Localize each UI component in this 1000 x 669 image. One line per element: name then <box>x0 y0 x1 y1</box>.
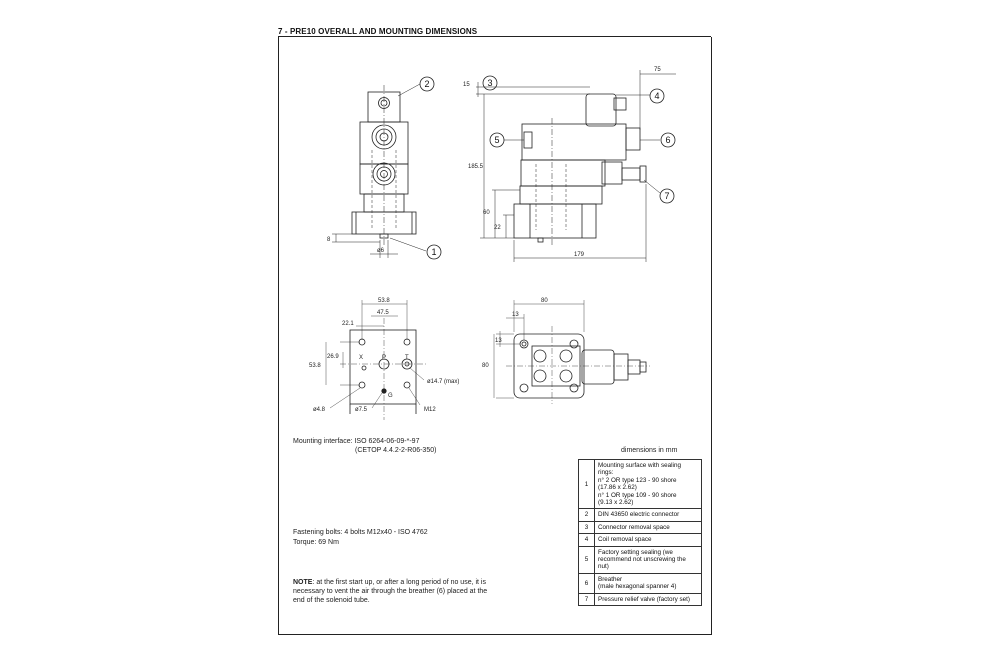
frame-top-rule <box>278 36 711 37</box>
legend-line: (9.13 x 2.62) <box>598 499 634 507</box>
legend-row: 6 Breather (male hexagonal spanner 4) <box>578 572 702 594</box>
legend-desc: Factory setting sealing (we recommend no… <box>594 545 702 574</box>
dim-bottom-26-9: 26.9 <box>327 354 339 360</box>
callout-4: 4 <box>654 91 659 101</box>
fastening-info: Fastening bolts: 4 bolts M12x40 - ISO 47… <box>293 528 428 548</box>
legend-desc: Mounting surface with sealing rings: n° … <box>594 458 702 510</box>
dim-side-15: 15 <box>463 82 470 88</box>
legend-line: n° 1 OR type 109 - 90 shore <box>598 491 677 499</box>
dim-side-185-5: 185.5 <box>468 164 484 170</box>
legend-line: (17.86 x 2.62) <box>598 484 637 492</box>
port-label-p: P <box>382 355 386 361</box>
dim-bottom-22-1: 22.1 <box>342 321 354 327</box>
callout-5: 5 <box>494 135 499 145</box>
callout-2: 2 <box>424 79 429 89</box>
dim-top-13-horiz: 13 <box>512 312 519 318</box>
dim-side-60: 60 <box>483 210 490 216</box>
legend-row: 2 DIN 43650 electric connector <box>578 508 702 522</box>
note-text: : at the first start up, or after a long… <box>293 579 488 604</box>
front-view <box>332 83 427 258</box>
dim-front-pin-dia: ø6 <box>377 248 385 254</box>
legend-num: 3 <box>578 520 595 535</box>
dimensions-unit-note: dimensions in mm <box>621 447 678 454</box>
dim-side-22: 22 <box>494 225 501 231</box>
mounting-interface-line2: (CETOP 4.4.2-2-R06-350) <box>355 447 437 454</box>
legend-row: 5 Factory setting sealing (we recommend … <box>578 545 702 574</box>
fastening-bolts: Fastening bolts: 4 bolts M12x40 - ISO 47… <box>293 529 428 536</box>
dim-bottom-47-5: 47.5 <box>377 310 389 316</box>
fastening-torque: Torque: 69 Nm <box>293 539 339 546</box>
legend-num: 4 <box>578 533 595 547</box>
callout-7: 7 <box>664 191 669 201</box>
legend-num: 6 <box>578 572 595 594</box>
callout-3: 3 <box>487 78 492 88</box>
legend-num: 2 <box>578 508 595 522</box>
dim-bottom-m12: M12 <box>424 407 436 413</box>
dim-side-179: 179 <box>574 252 585 258</box>
page-frame <box>278 37 712 635</box>
page-title: 7 - PRE10 OVERALL AND MOUNTING DIMENSION… <box>278 27 478 36</box>
legend-row: 3 Connector removal space <box>578 520 702 535</box>
legend-row: 4 Coil removal space <box>578 533 702 547</box>
dim-top-13-vert: 13 <box>495 338 502 344</box>
dim-side-75: 75 <box>654 67 661 73</box>
legend-desc: Coil removal space <box>594 533 702 547</box>
callout-6: 6 <box>665 135 670 145</box>
side-view <box>476 70 676 262</box>
dim-bottom-53-8-top: 53.8 <box>378 298 390 304</box>
mounting-face-view <box>325 300 426 420</box>
legend-line: (male hexagonal spanner 4) <box>598 583 677 591</box>
legend-num: 1 <box>578 458 595 510</box>
mounting-interface-line1: Mounting interface: ISO 6264-06-09-*-97 <box>293 438 420 445</box>
top-view <box>493 300 650 404</box>
dim-top-80-height: 80 <box>482 363 489 369</box>
dim-bottom-4-8: ø4.8 <box>313 407 326 413</box>
port-label-x: X <box>359 355 363 361</box>
port-label-g: G <box>388 393 393 399</box>
note-label: NOTE <box>293 579 313 586</box>
legend-line: Mounting surface with sealing rings: <box>598 462 681 477</box>
mounting-interface: Mounting interface: ISO 6264-06-09-*-97 … <box>293 437 436 455</box>
port-label-t: T <box>405 355 409 361</box>
legend-desc: Connector removal space <box>594 520 702 535</box>
legend-row: 1 Mounting surface with sealing rings: n… <box>578 458 702 510</box>
legend-desc: DIN 43650 electric connector <box>594 508 702 522</box>
legend-desc: Pressure relief valve (factory set) <box>594 592 702 607</box>
dim-bottom-53-8-left: 53.8 <box>309 363 321 369</box>
legend-line: Breather <box>598 575 623 583</box>
dim-bottom-port-dia: ø14.7 (max) <box>427 379 459 385</box>
dim-bottom-7-5: ø7.5 <box>355 407 368 413</box>
callout-1: 1 <box>431 247 436 257</box>
note-paragraph: NOTE: at the first start up, or after a … <box>293 578 489 605</box>
legend-num: 5 <box>578 545 595 574</box>
dim-top-80-width: 80 <box>541 298 548 304</box>
legend-row: 7 Pressure relief valve (factory set) <box>578 592 702 607</box>
legend-desc: Breather (male hexagonal spanner 4) <box>594 572 702 594</box>
dim-front-8: 8 <box>327 237 331 243</box>
legend-table: 1 Mounting surface with sealing rings: n… <box>578 458 702 607</box>
legend-line: n° 2 OR type 123 - 90 shore <box>598 476 677 484</box>
legend-num: 7 <box>578 592 595 607</box>
